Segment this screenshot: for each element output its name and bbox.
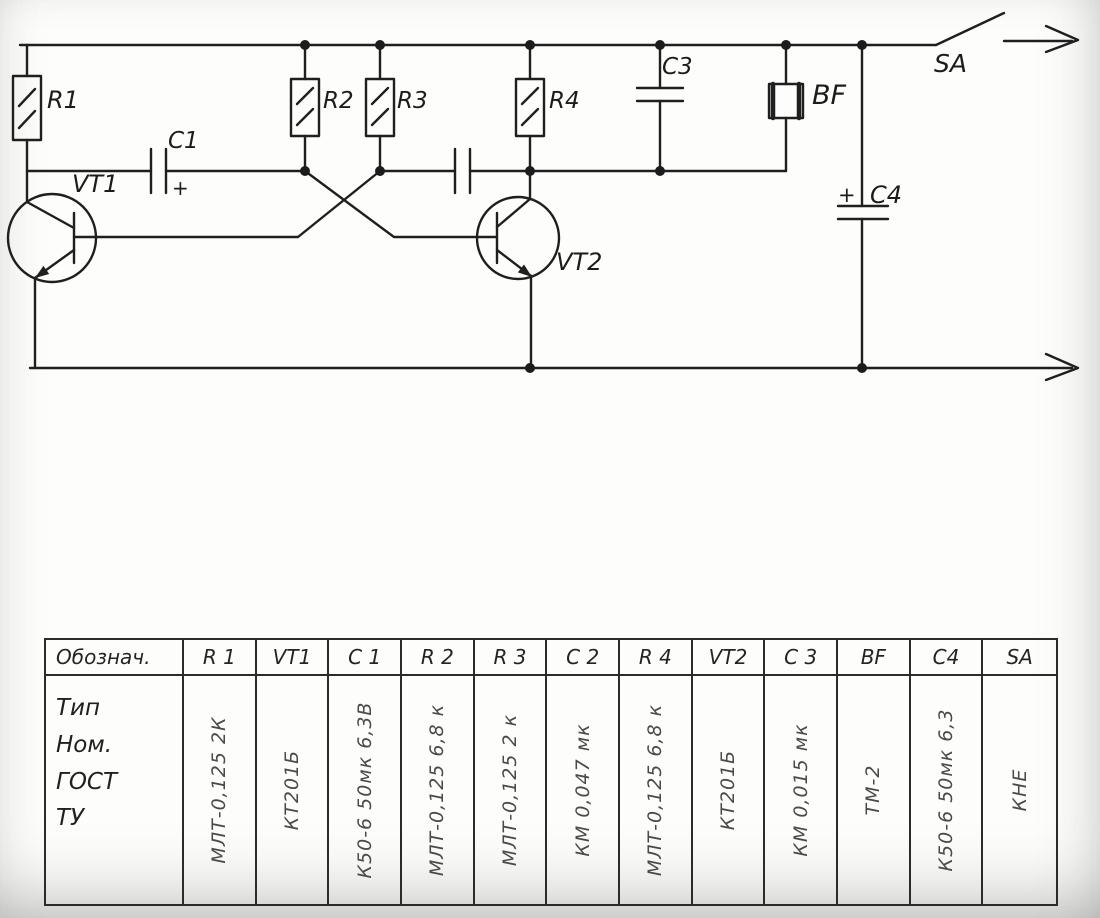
transistor-vt2 — [475, 169, 561, 370]
table-value-c4: К50-6 50мк 6,3 — [911, 676, 984, 904]
capacitor-c3 — [635, 43, 685, 173]
value-text: КТ201Б — [716, 749, 739, 831]
table-header-r2: R 2 — [401, 640, 475, 676]
row-label-line: ТУ — [56, 805, 85, 832]
resistor-r3 — [364, 43, 396, 173]
table-header-sa: SA — [983, 640, 1056, 676]
label-r4: R4 — [549, 88, 580, 114]
buzzer-bf — [767, 43, 805, 173]
value-text: ТМ-2 — [862, 764, 885, 816]
table-header-vt1: VT1 — [256, 640, 330, 676]
capacitor-c2 — [378, 147, 532, 195]
wire-cross-coupling — [72, 169, 499, 239]
label-c4: C4 — [870, 181, 902, 209]
label-vt2: VT2 — [556, 248, 602, 276]
table-header-vt2: VT2 — [692, 640, 766, 676]
resistor-r2 — [289, 43, 321, 173]
label-c3: C3 — [662, 54, 693, 80]
row-label-line: Ном. — [56, 731, 113, 758]
label-c1-polarity: + — [172, 176, 189, 200]
resistor-r1 — [11, 43, 43, 204]
table-header-c3: C 3 — [765, 640, 838, 676]
label-r1: R1 — [47, 86, 79, 114]
circuit-schematic: R1 R2 R3 R4 C1 + C3 BF SA + C4 VT1 VT2 — [6, 11, 1080, 382]
component-table: Обознач. R 1 VT1 C 1 R 2 R 3 C 2 R 4 VT2… — [44, 638, 1058, 906]
table-header-c1: C 1 — [329, 640, 402, 676]
table-value-r2: МЛТ-0,125 6,8 к — [402, 676, 475, 904]
table-value-c3: КМ 0,015 мк — [765, 676, 838, 904]
value-text: КТ201Б — [280, 749, 303, 831]
table-header-c2: C 2 — [547, 640, 620, 676]
row-label-line: Тип — [56, 695, 101, 721]
value-text: К50-6 50мк 6,3 — [934, 708, 957, 872]
table-body-row: Тип Ном. ГОСТ ТУ МЛТ-0,125 2К КТ201Б К50… — [46, 676, 1056, 904]
value-text: МЛТ-0,125 2 к — [498, 713, 521, 867]
junction-dots — [300, 40, 867, 373]
table-value-r1: МЛТ-0,125 2К — [184, 676, 257, 904]
value-text: К50-6 50мк 6,3В — [353, 701, 376, 879]
transistor-vt1 — [6, 192, 98, 370]
label-r3: R3 — [397, 88, 428, 114]
label-c4-polarity: + — [838, 183, 856, 207]
table-header-r4: R 4 — [619, 640, 693, 676]
table-value-c2: КМ 0,047 мк — [547, 676, 620, 904]
table-value-vt2: КТ201Б — [693, 676, 766, 904]
table-header-designation: Обознач. — [46, 640, 184, 676]
table-value-vt1: КТ201Б — [257, 676, 330, 904]
table-header-r3: R 3 — [474, 640, 548, 676]
circuit-lines — [6, 11, 1080, 382]
table-row-label: Тип Ном. ГОСТ ТУ — [46, 676, 184, 904]
capacitor-c1 — [25, 147, 307, 195]
label-c1: C1 — [168, 128, 199, 154]
table-value-bf: ТМ-2 — [838, 676, 911, 904]
wire-bottom-rail — [28, 352, 1080, 382]
wire-top-rail — [18, 24, 1080, 54]
value-text: КМ 0,047 мк — [571, 723, 594, 857]
table-header-c4: C4 — [910, 640, 984, 676]
table-value-r3: МЛТ-0,125 2 к — [475, 676, 548, 904]
label-sa: SA — [934, 49, 967, 78]
capacitor-c4 — [836, 43, 890, 370]
label-r2: R2 — [323, 88, 354, 114]
table-value-c1: К50-6 50мк 6,3В — [329, 676, 402, 904]
value-text: КНЕ — [1008, 768, 1031, 812]
label-bf: BF — [812, 80, 847, 111]
value-text: КМ 0,015 мк — [789, 723, 812, 857]
value-text: МЛТ-0,125 6,8 к — [644, 703, 667, 877]
table-value-sa: КНЕ — [983, 676, 1056, 904]
resistor-r4 — [514, 43, 546, 173]
table-header-r1: R 1 — [184, 640, 257, 676]
value-text: МЛТ-0,125 6,8 к — [426, 703, 449, 877]
table-value-r4: МЛТ-0,125 6,8 к — [620, 676, 693, 904]
table-header-row: Обознач. R 1 VT1 C 1 R 2 R 3 C 2 R 4 VT2… — [46, 640, 1056, 676]
value-text: МЛТ-0,125 2К — [208, 716, 231, 864]
label-vt1: VT1 — [72, 170, 118, 198]
row-label-line: ГОСТ — [56, 768, 118, 795]
table-header-bf: BF — [837, 640, 911, 676]
switch-sa — [934, 11, 1006, 47]
